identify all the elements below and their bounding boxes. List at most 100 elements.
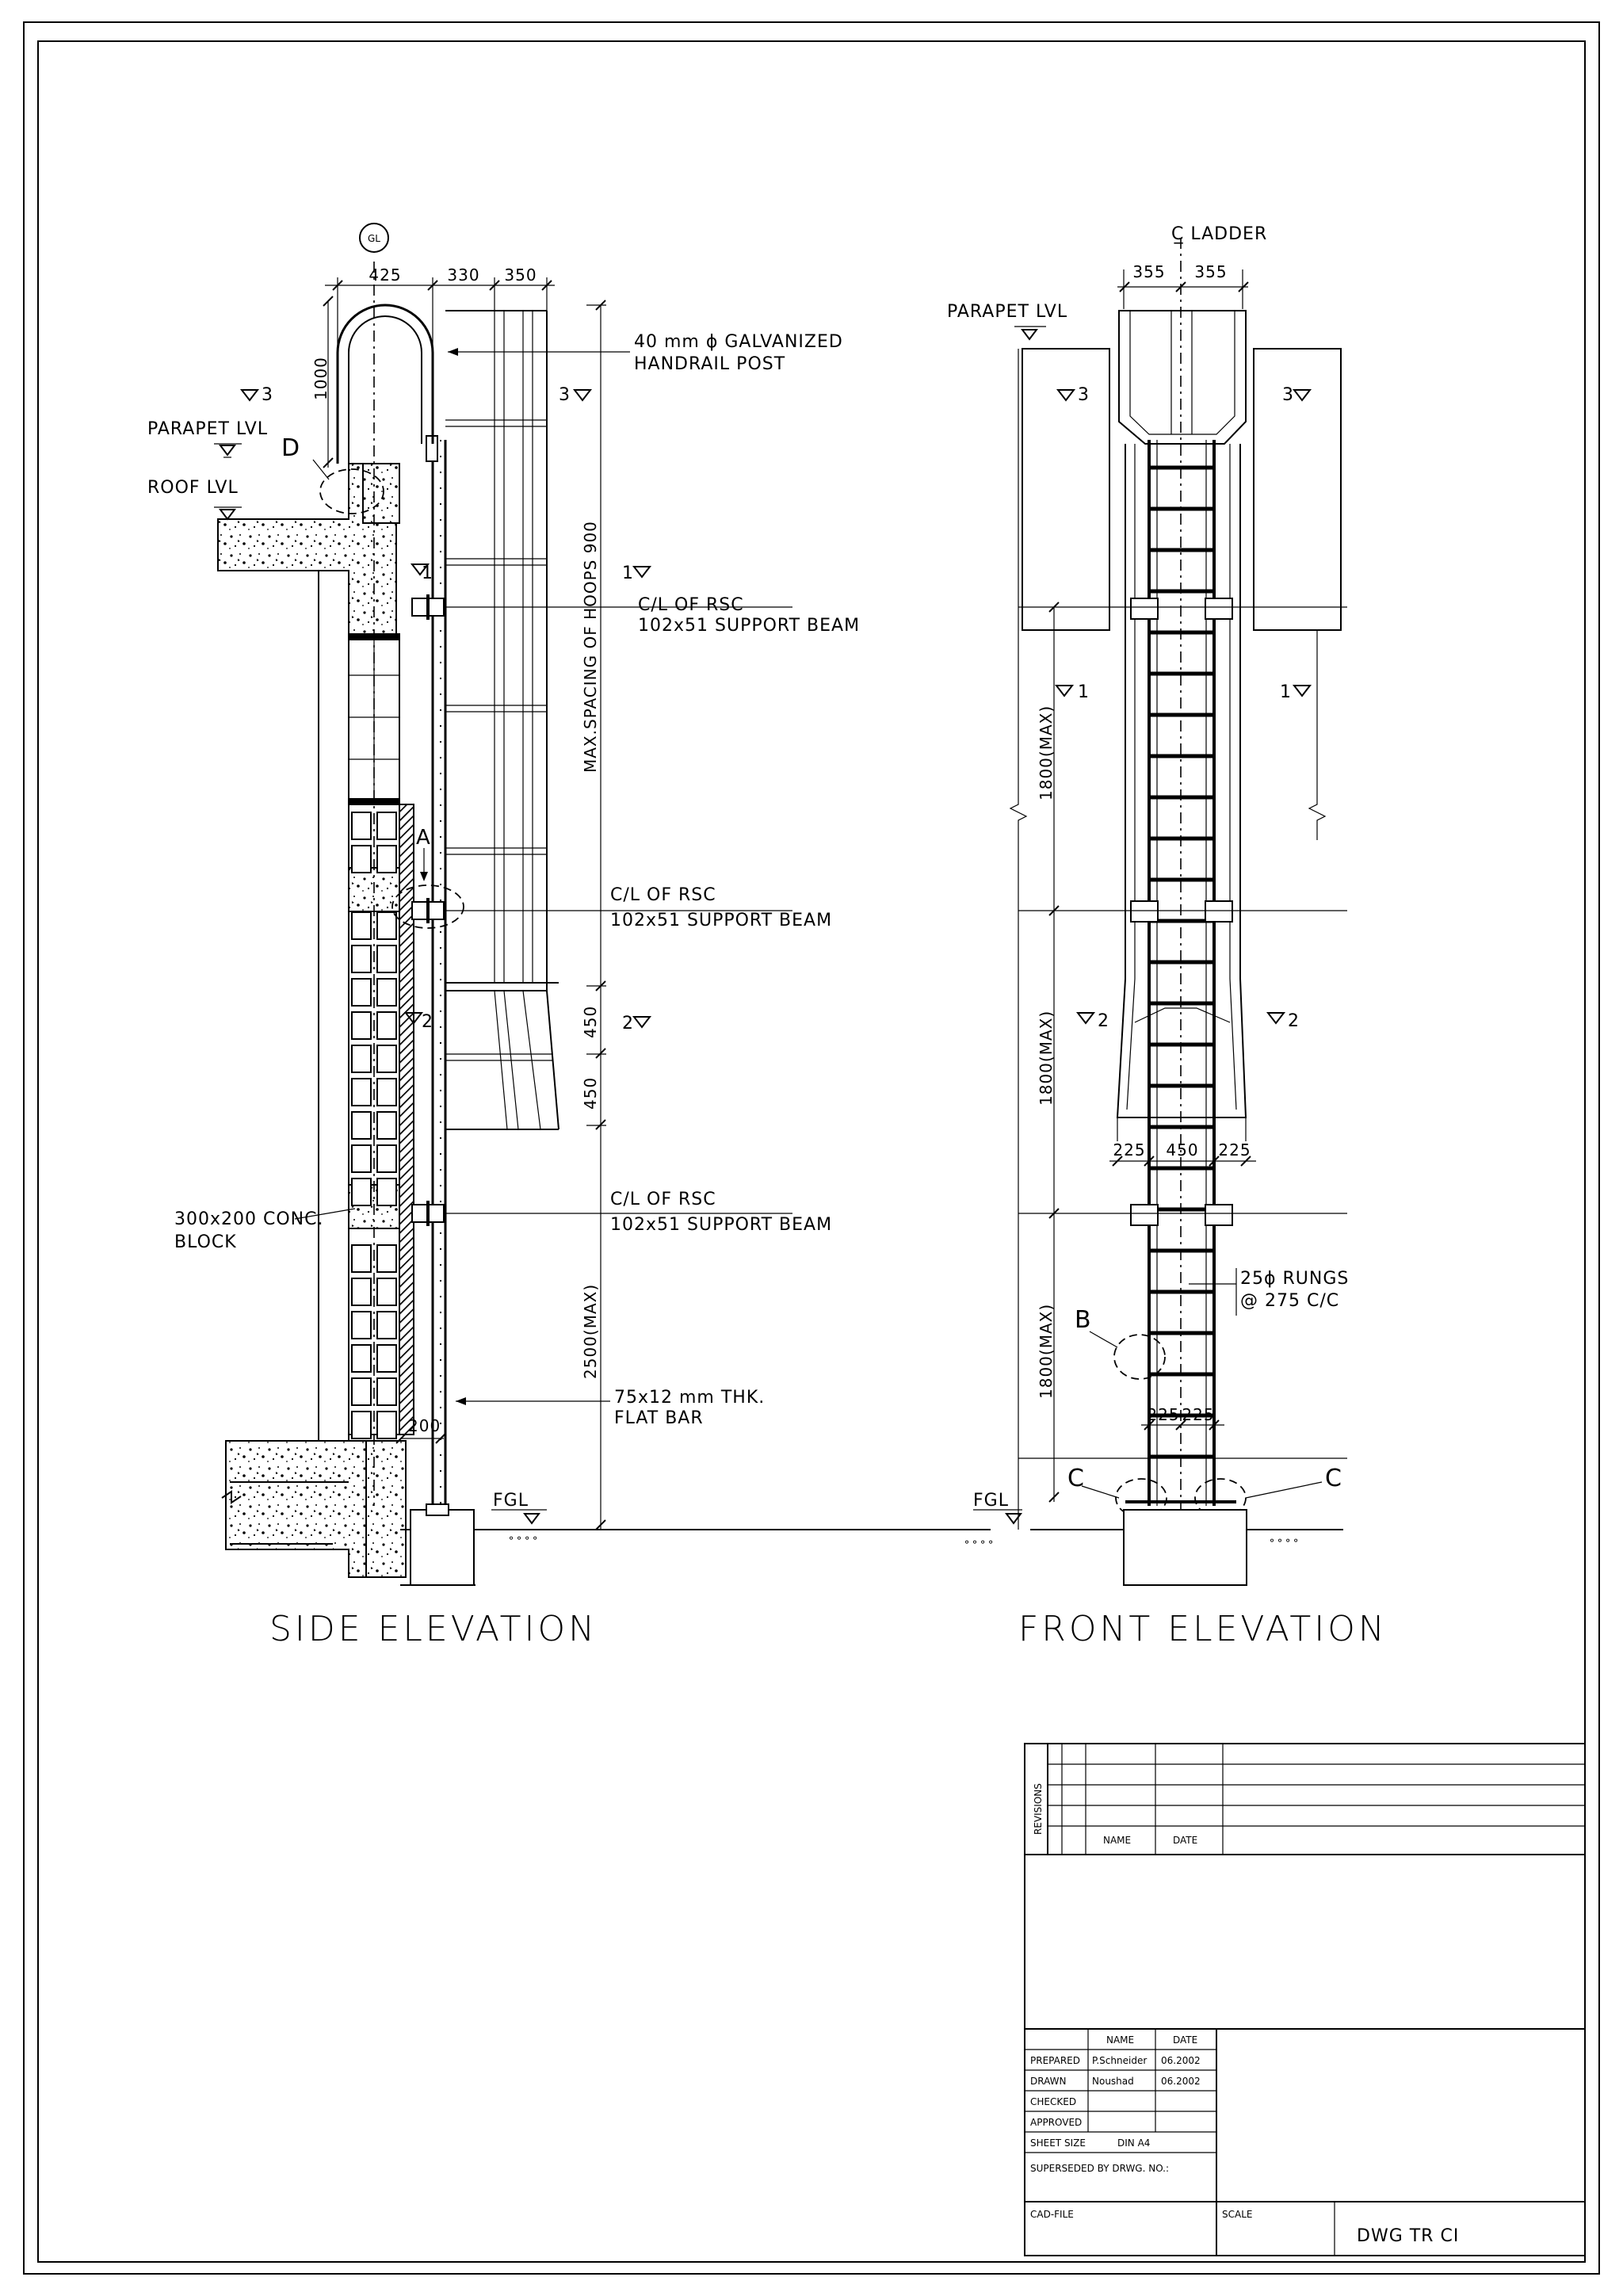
front-sec3-right: 3: [1282, 385, 1294, 405]
scale-label: SCALE: [1222, 2209, 1252, 2220]
dim-225-b: 225: [1218, 1140, 1251, 1159]
side-elevation: GL: [147, 223, 991, 1649]
dim-330: 330: [447, 266, 479, 285]
sec1-left: 1: [422, 563, 433, 583]
front-sec1-left: 1: [1078, 682, 1090, 702]
block-course: [351, 911, 372, 940]
drawn-name: Noushad: [1092, 2076, 1134, 2087]
drawn-date: 06.2002: [1161, 2076, 1201, 2087]
front-sec2-right: 2: [1288, 1011, 1300, 1031]
block-course: [351, 1377, 372, 1406]
grid-tag: GL: [368, 233, 380, 244]
dim-1800-upper: 1800(MAX): [1037, 705, 1056, 800]
revisions-date-header: DATE: [1173, 1835, 1197, 1846]
fgl-label-front: FGL: [973, 1491, 1009, 1511]
svg-text:⚬⚬⚬⚬: ⚬⚬⚬⚬: [507, 1533, 539, 1544]
block-course: [376, 911, 397, 940]
dim-350: 350: [504, 266, 537, 285]
cage-hood: [1118, 310, 1247, 445]
block-course: [351, 1111, 372, 1140]
front-sec3-left: 3: [1078, 385, 1090, 405]
revisions-label: REVISIONS: [1033, 1783, 1044, 1835]
front-foundation: [1123, 1509, 1247, 1586]
block-course: [351, 945, 372, 973]
block-course: [376, 1344, 397, 1373]
front-elevation: C̲ LADDER 355 355 PARAPET LVL: [947, 224, 1388, 1649]
dim-2500: 2500(MAX): [581, 1284, 600, 1379]
dim-1000: 1000: [311, 357, 330, 400]
dim-200: 200: [408, 1416, 441, 1435]
svg-text:⚬⚬⚬⚬: ⚬⚬⚬⚬: [1268, 1535, 1300, 1546]
block-course: [376, 1411, 397, 1439]
col-name-header: NAME: [1106, 2034, 1134, 2046]
checked-label: CHECKED: [1030, 2096, 1076, 2107]
superseded-label: SUPERSEDED BY DRWG. NO.:: [1030, 2163, 1169, 2174]
dim-1800-middle: 1800(MAX): [1037, 1010, 1056, 1106]
dim-225-a: 225: [1113, 1140, 1145, 1159]
dim-225-d: 225: [1182, 1405, 1214, 1424]
foundation-pad: [410, 1509, 475, 1586]
block-course: [351, 812, 372, 840]
prepared-name: P.Schneider: [1092, 2055, 1147, 2066]
block-course: [376, 945, 397, 973]
block-course: [351, 1144, 372, 1173]
rungs-note-1: 25ϕ RUNGS: [1240, 1269, 1349, 1289]
beam2-note-2: 102x51 SUPPORT BEAM: [610, 911, 832, 930]
beam1-note-1: C/L OF RSC: [638, 595, 744, 615]
block-course: [351, 1311, 372, 1339]
dim-1800-lower: 1800(MAX): [1037, 1304, 1056, 1399]
block-course: [376, 1144, 397, 1173]
block-course: [376, 812, 397, 840]
dim-355-left: 355: [1132, 262, 1165, 281]
drawing-number: DWG TR CI: [1357, 2226, 1459, 2246]
handrail-note-2: HANDRAIL POST: [634, 354, 785, 374]
outer-border: [23, 21, 1600, 2275]
sheet-size-value: DIN A4: [1117, 2137, 1150, 2149]
rungs-note-2: @ 275 C/C: [1240, 1291, 1339, 1311]
front-sec1-right: 1: [1280, 682, 1292, 702]
detail-tag-a: A: [416, 826, 431, 850]
prepared-label: PREPARED: [1030, 2055, 1080, 2066]
sec1-right: 1: [622, 563, 634, 583]
dim-max-spacing: MAX.SPACING OF HOOPS 900: [581, 521, 600, 773]
cad-file-label: CAD-FILE: [1030, 2209, 1074, 2220]
ladder-rungs: [1149, 465, 1214, 1459]
block-course: [376, 1045, 397, 1073]
block-course: [376, 1311, 397, 1339]
block-note-2: BLOCK: [174, 1232, 237, 1252]
block-course: [351, 1045, 372, 1073]
detail-tag-c-right: C: [1325, 1465, 1342, 1492]
fgl-label-side: FGL: [493, 1491, 529, 1511]
block-course: [351, 1078, 372, 1106]
parapet-wall: [362, 463, 400, 524]
front-elevation-title: FRONT ELEVATION: [1018, 1609, 1388, 1649]
block-course: [351, 1411, 372, 1439]
beam3-note-1: C/L OF RSC: [610, 1190, 716, 1209]
beam2-note-1: C/L OF RSC: [610, 885, 716, 905]
block-course: [351, 1244, 372, 1273]
front-brackets: [1130, 598, 1233, 1226]
block-course: [376, 978, 397, 1007]
sec2-right: 2: [622, 1014, 634, 1033]
roof-level-label: ROOF LVL: [147, 478, 239, 498]
detail-tag-d: D: [281, 434, 300, 462]
block-course: [351, 1011, 372, 1040]
cage-body: [1116, 444, 1247, 1141]
handrail-post: [336, 304, 434, 464]
dim-225-c: 225: [1147, 1405, 1179, 1424]
block-course: [351, 1278, 372, 1306]
block-course: [376, 1244, 397, 1273]
grid-bubble: [359, 223, 389, 253]
safety-cage: [445, 310, 559, 1130]
block-note-1: 300x200 CONC.: [174, 1209, 323, 1229]
sheet-size-label: SHEET SIZE: [1030, 2137, 1086, 2149]
block-course: [376, 1178, 397, 1206]
support-beams: [411, 594, 445, 1226]
side-elevation-title: SIDE ELEVATION: [269, 1609, 598, 1649]
dim-450-front: 450: [1166, 1140, 1198, 1159]
block-course: [376, 1278, 397, 1306]
block-course: [376, 845, 397, 873]
beam1-note-2: 102x51 SUPPORT BEAM: [638, 616, 860, 636]
svg-text:⚬⚬⚬⚬: ⚬⚬⚬⚬: [963, 1537, 995, 1548]
